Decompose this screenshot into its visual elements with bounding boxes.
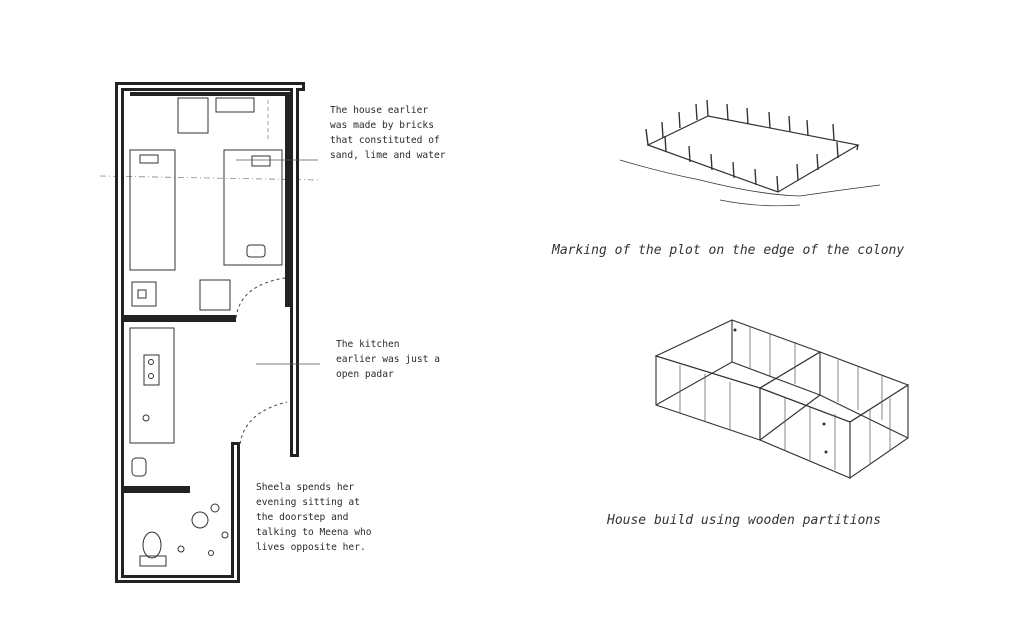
caption-plot-marking: Marking of the plot on the edge of the c… bbox=[552, 243, 905, 258]
caption-wooden-partitions: House build using wooden partitions bbox=[607, 513, 881, 528]
furniture bbox=[129, 97, 283, 567]
door-swings bbox=[235, 277, 288, 445]
section-line bbox=[99, 100, 321, 181]
wall-interior bbox=[118, 85, 302, 580]
leader-lines bbox=[236, 159, 320, 365]
note-bricks: The house earlier was made by bricks tha… bbox=[330, 105, 446, 161]
note-sheela: Sheela spends her evening sitting at the… bbox=[256, 482, 372, 553]
note-kitchen: The kitchen earlier was just a open pada… bbox=[336, 339, 440, 380]
inner-walls bbox=[124, 92, 290, 493]
